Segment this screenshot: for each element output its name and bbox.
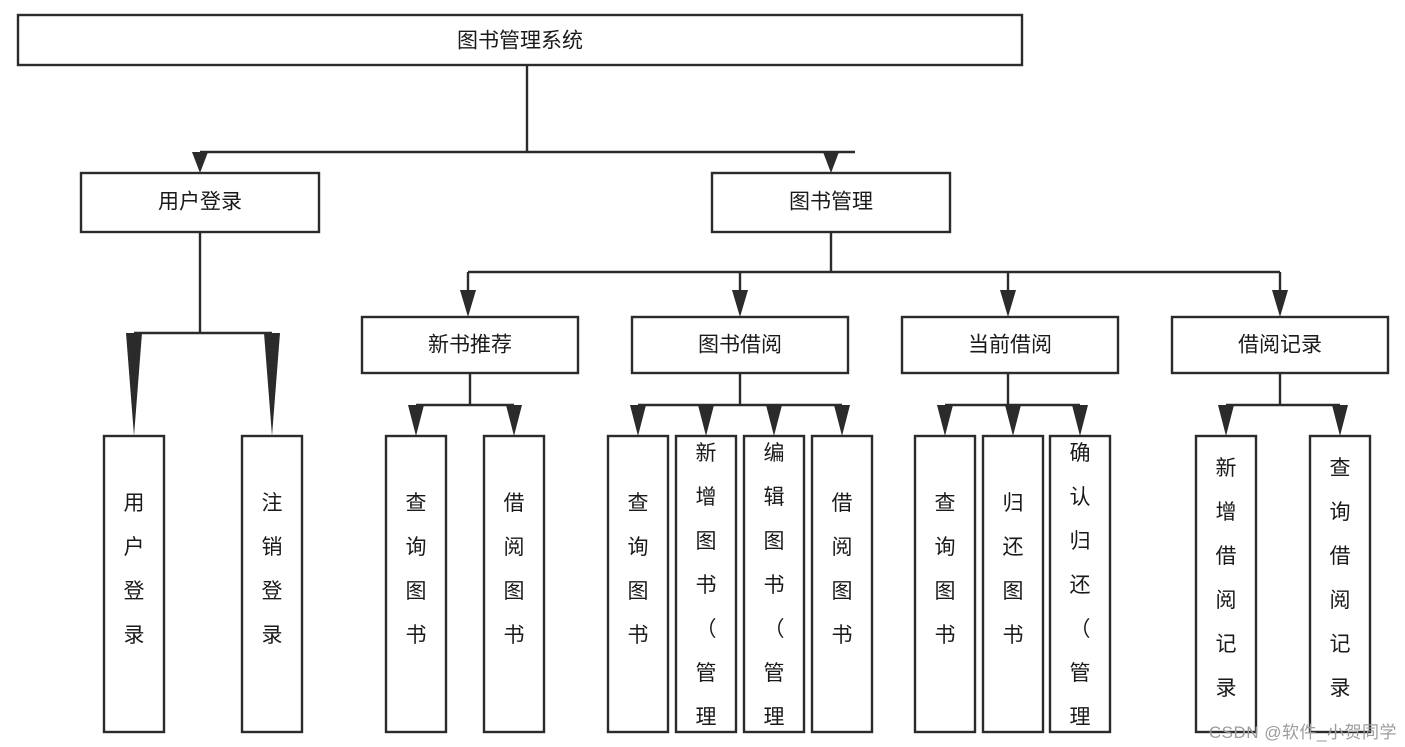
connector-group-borrow-record-to-leaves: [1218, 373, 1348, 436]
node-book-borrow-box[interactable]: [630, 315, 850, 375]
arrow-head-borrow-record: [1272, 290, 1288, 317]
arrow-head-current-borrow: [1000, 290, 1016, 317]
arrow-head-leaf-return-book: [1005, 405, 1021, 436]
node-book-borrow[interactable]: 图书借阅: [630, 315, 850, 375]
node-leaf-add-book-label: 新增图书（管理员）: [696, 442, 717, 747]
arrow-head-leaf-borrow-book-2: [834, 405, 850, 436]
node-book-manage[interactable]: 图书管理: [710, 171, 952, 234]
connector-group-book-manage-to-level3: [460, 232, 1288, 317]
arrow-head-leaf-borrow-book-1: [506, 405, 522, 436]
node-leaf-borrow-book-2-label: 借阅图书: [832, 492, 853, 647]
node-current-borrow-label: 当前借阅: [968, 334, 1052, 357]
node-leaf-query-borrow-record[interactable]: 查询借阅记录: [1308, 434, 1372, 734]
node-book-borrow-label: 图书借阅: [698, 334, 782, 357]
node-new-book-recommend[interactable]: 新书推荐: [360, 315, 580, 375]
node-leaf-user-login[interactable]: 用户登录: [102, 434, 166, 734]
watermark-text: CSDN @软件_小贺同学: [1208, 723, 1397, 742]
node-leaf-query-book-3-label: 查询图书: [935, 492, 956, 647]
node-new-book-recommend-box[interactable]: [360, 315, 580, 375]
node-leaf-borrow-book-2-box[interactable]: [810, 434, 874, 734]
arrow-head-leaf-query-book-2: [630, 405, 646, 436]
node-root[interactable]: 图书管理系统: [16, 13, 1024, 67]
arrow-head-leaf-query-book-1: [408, 405, 424, 436]
node-leaf-return-book[interactable]: 归还图书: [981, 434, 1045, 734]
node-book-manage-label: 图书管理: [789, 191, 873, 214]
arrow-head-new-book-recommend: [460, 290, 476, 317]
node-root-label: 图书管理系统: [457, 30, 583, 53]
node-leaf-query-borrow-record-label: 查询借阅记录: [1330, 457, 1351, 700]
node-leaf-add-book[interactable]: 新增图书（管理员）: [674, 434, 738, 747]
arrow-head-leaf-add-borrow-record: [1218, 405, 1234, 436]
node-leaf-confirm-return-box[interactable]: [1048, 434, 1112, 734]
node-leaf-query-book-1-box[interactable]: [384, 434, 448, 734]
node-leaf-add-borrow-record-label: 新增借阅记录: [1216, 457, 1237, 700]
node-leaf-query-book-2[interactable]: 查询图书: [606, 434, 670, 734]
node-leaf-edit-book-label: 编辑图书（管理员）: [764, 442, 785, 747]
node-leaf-edit-book-box[interactable]: [742, 434, 806, 734]
node-leaf-edit-book[interactable]: 编辑图书（管理员）: [742, 434, 806, 747]
node-leaf-query-book-1[interactable]: 查询图书: [384, 434, 448, 734]
arrow-head-leaf-edit-book: [766, 405, 782, 436]
node-leaf-query-book-3[interactable]: 查询图书: [913, 434, 977, 734]
node-book-manage-box[interactable]: [710, 171, 952, 234]
node-new-book-recommend-label: 新书推荐: [428, 334, 512, 357]
node-leaf-query-book-1-label: 查询图书: [406, 492, 427, 647]
arrow-head-leaf-query-borrow-record: [1332, 405, 1348, 436]
node-leaf-add-borrow-record-box[interactable]: [1194, 434, 1258, 734]
node-leaf-return-book-box[interactable]: [981, 434, 1045, 734]
node-leaf-confirm-return[interactable]: 确认归还（管理员）: [1048, 434, 1112, 747]
node-leaf-add-book-box[interactable]: [674, 434, 738, 734]
node-leaf-user-login-box[interactable]: [102, 434, 166, 734]
node-leaf-query-book-2-label: 查询图书: [628, 492, 649, 647]
node-leaf-user-login-label: 用户登录: [124, 492, 145, 647]
node-leaf-logout-login-label: 注销登录: [262, 492, 283, 647]
node-leaf-confirm-return-label: 确认归还（管理员）: [1070, 442, 1091, 747]
node-leaf-borrow-book-1-label: 借阅图书: [504, 492, 525, 647]
node-root-box[interactable]: [16, 13, 1024, 67]
node-leaf-query-book-2-box[interactable]: [606, 434, 670, 734]
connector-group-user-login-to-leaves: [126, 232, 280, 436]
node-leaf-borrow-book-2[interactable]: 借阅图书: [810, 434, 874, 734]
arrow-head-leaf-confirm-return: [1072, 405, 1088, 436]
node-leaf-query-borrow-record-box[interactable]: [1308, 434, 1372, 734]
connector-group-current-borrow-to-leaves: [937, 373, 1088, 436]
node-leaf-logout-login[interactable]: 注销登录: [240, 434, 304, 734]
node-leaf-return-book-label: 归还图书: [1003, 492, 1024, 647]
node-user-login-label: 用户登录: [158, 191, 242, 214]
arrow-head-leaf-query-book-3: [937, 405, 953, 436]
connector-group-book-borrow-to-leaves: [630, 373, 850, 436]
arrow-head-user-login: [192, 152, 208, 173]
node-current-borrow[interactable]: 当前借阅: [900, 315, 1120, 375]
connector-group-new-book-recommend-to-leaves: [408, 373, 522, 436]
node-borrow-record-label: 借阅记录: [1238, 334, 1322, 357]
node-borrow-record[interactable]: 借阅记录: [1170, 315, 1390, 375]
node-user-login[interactable]: 用户登录: [79, 171, 321, 234]
node-user-login-box[interactable]: [79, 171, 321, 234]
node-leaf-query-book-3-box[interactable]: [913, 434, 977, 734]
connector-group-root-to-level2: [192, 65, 855, 173]
arrow-head-book-manage: [823, 152, 839, 173]
arrow-head-book-borrow: [732, 290, 748, 317]
arrow-head-leaf-add-book: [698, 405, 714, 436]
node-leaf-borrow-book-1-box[interactable]: [482, 434, 546, 734]
node-leaf-logout-login-box[interactable]: [240, 434, 304, 734]
node-current-borrow-box[interactable]: [900, 315, 1120, 375]
node-borrow-record-box[interactable]: [1170, 315, 1390, 375]
node-leaf-add-borrow-record[interactable]: 新增借阅记录: [1194, 434, 1258, 734]
node-leaf-borrow-book-1[interactable]: 借阅图书: [482, 434, 546, 734]
